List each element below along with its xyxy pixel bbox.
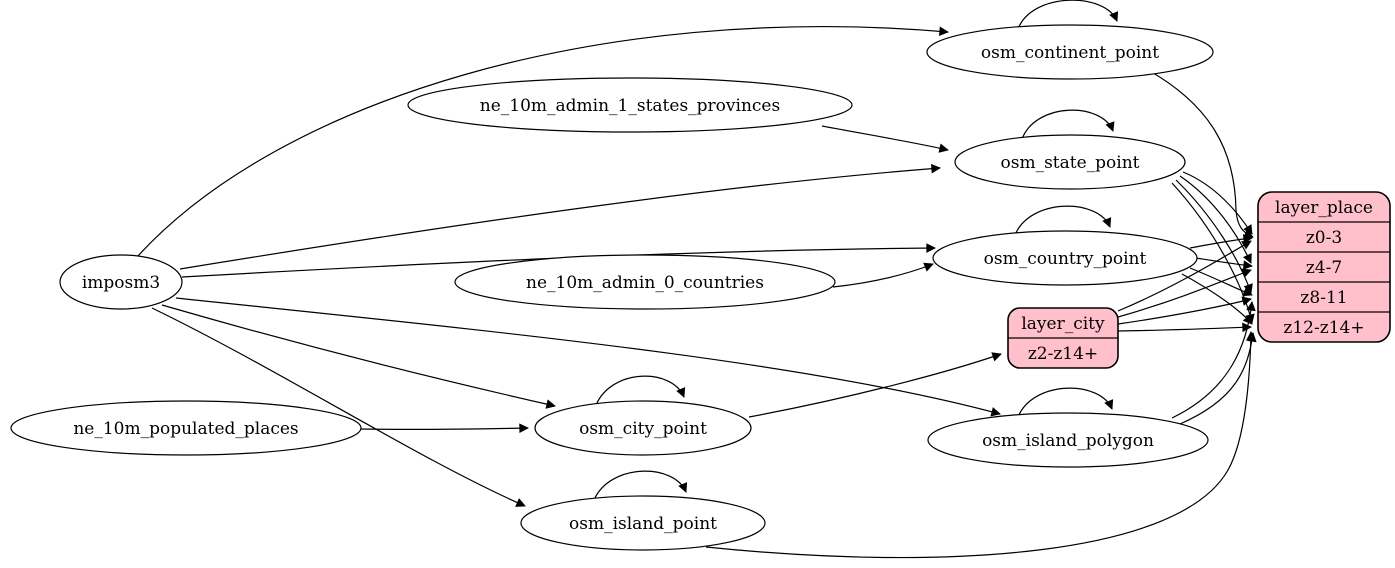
osm_state_point-label: osm_state_point (1001, 153, 1140, 173)
osm_continent_point-label: osm_continent_point (981, 43, 1159, 63)
edge-osm_state_point-z0-3 (1182, 171, 1253, 235)
layer_place-box (1257, 191, 1391, 343)
edge-osm_state_point-z4-7 (1179, 175, 1252, 264)
edge-layer_city-z0-3 (1117, 240, 1252, 312)
imposm3-label: imposm3 (82, 273, 160, 293)
node-ne_10m_populated_places: ne_10m_populated_places (10, 400, 362, 456)
layer_place-row-z0-3: z0-3 (1306, 228, 1342, 248)
edge-ne_10m_admin_0_countries-osm_country_point (832, 262, 934, 288)
edge-ne_10m_admin_1_states_provinces-osm_state_point (821, 125, 949, 153)
osm_city_point-label: osm_city_point (579, 419, 707, 439)
node-osm_country_point: osm_country_point (932, 230, 1198, 286)
edge-imposm3-osm_city_point (161, 304, 556, 409)
node-osm_island_polygon: osm_island_polygon (927, 412, 1209, 468)
edge-imposm3-osm_island_polygon (175, 297, 1001, 417)
ne_10m_admin_1_states_provinces-ellipse (407, 77, 853, 133)
edge-selfloop-osm_island_point (593, 470, 688, 501)
ne_10m_admin_0_countries-ellipse (454, 254, 836, 310)
edge-layer_city-z12-z14 (1117, 322, 1252, 333)
edge-imposm3-osm_continent_point (136, 26, 949, 258)
edge-osm_country_point-z4-7 (1195, 257, 1253, 270)
edge-layer (136, 0, 1257, 559)
node-osm_continent_point: osm_continent_point (926, 24, 1214, 80)
node-ne_10m_admin_1_states_provinces: ne_10m_admin_1_states_provinces (407, 77, 853, 133)
edge-selfloop-osm_country_point (1014, 205, 1112, 236)
ne_10m_populated_places-label: ne_10m_populated_places (73, 419, 298, 439)
node-osm_island_point: osm_island_point (520, 495, 766, 551)
osm_city_point-ellipse (534, 400, 752, 456)
edge-selfloop-osm_continent_point (1017, 0, 1119, 30)
layer_place-row-z4-7: z4-7 (1306, 258, 1342, 278)
edge-osm_island_point-z12-z14 (705, 331, 1256, 559)
edge-imposm3-osm_state_point (179, 163, 941, 270)
node-osm_city_point: osm_city_point (534, 400, 752, 456)
edge-selfloop-osm_city_point (595, 375, 686, 406)
osm_island_polygon-label: osm_island_polygon (982, 431, 1154, 451)
ne_10m_admin_0_countries-label: ne_10m_admin_0_countries (526, 273, 764, 293)
edge-osm_city_point-layer_city (748, 352, 1002, 418)
layer_place-row-z12-z14: z12-z14+ (1283, 318, 1364, 338)
layer_place-title: layer_place (1275, 198, 1373, 218)
node-osm_state_point: osm_state_point (954, 134, 1186, 190)
imposm3-ellipse (59, 254, 183, 310)
osm_country_point-label: osm_country_point (984, 249, 1147, 269)
edge-layer_city-z8-11 (1117, 296, 1252, 325)
layer_city-title: layer_city (1021, 314, 1105, 334)
edge-imposm3-osm_island_point (151, 307, 526, 507)
edge-osm_country_point-z8-11 (1189, 267, 1253, 297)
node-ne_10m_admin_0_countries: ne_10m_admin_0_countries (454, 254, 836, 310)
osm_island_point-label: osm_island_point (569, 514, 717, 534)
node-imposm3: imposm3 (59, 254, 183, 310)
ne_10m_admin_1_states_provinces-label: ne_10m_admin_1_states_provinces (480, 96, 780, 116)
osm_state_point-ellipse (954, 134, 1186, 190)
layer_place-row-z8-11: z8-11 (1300, 288, 1347, 308)
record-layer_city: layer_city z2-z14+ (1007, 307, 1119, 369)
edge-osm_continent_point-z0-3 (1147, 69, 1254, 239)
edge-osm_country_point-z12-z14 (1181, 273, 1253, 325)
edge-selfloop-osm_state_point (1021, 109, 1115, 140)
osm_island_point-ellipse (520, 495, 766, 551)
ne_10m_populated_places-ellipse (10, 400, 362, 456)
osm_continent_point-ellipse (926, 24, 1214, 80)
osm_island_polygon-ellipse (927, 412, 1209, 468)
edge-osm_island_polygon-z8-11 (1171, 301, 1256, 419)
edge-osm_country_point-z0-3 (1189, 234, 1253, 249)
edge-ne_10m_populated_places-osm_city_point (360, 423, 529, 433)
edge-osm_island_polygon-z12-z14 (1179, 332, 1257, 425)
record-layer_place: layer_place z0-3 z4-7 z8-11 z12-z14+ (1257, 191, 1391, 343)
edge-selfloop-osm_island_polygon (1017, 387, 1114, 418)
edge-layer_city-z4-7 (1117, 268, 1252, 318)
layer_city-row-z2-z14: z2-z14+ (1028, 344, 1098, 364)
osm_country_point-ellipse (932, 230, 1198, 286)
edge-osm_state_point-z8-11 (1175, 179, 1253, 294)
